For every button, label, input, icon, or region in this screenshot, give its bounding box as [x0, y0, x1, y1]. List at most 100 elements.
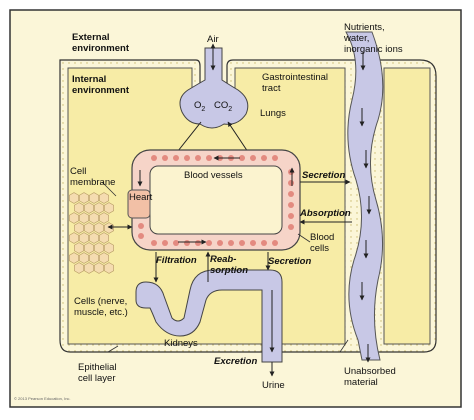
tissue-cell [69, 232, 79, 244]
tissue-cell [79, 232, 89, 244]
reabsorption-label: Reab- [210, 254, 236, 265]
airway [179, 47, 249, 129]
tissue-cell [74, 202, 84, 214]
tissue-cell [84, 202, 94, 214]
external-environment-label-2: environment [72, 43, 130, 54]
blood-cell [288, 180, 294, 186]
secretion-label-bottom: Secretion [268, 256, 311, 267]
blood-vessels-label: Blood vessels [184, 170, 243, 181]
cells-label-2: muscle, etc.) [74, 307, 128, 318]
leader-lines [101, 181, 349, 353]
tissue-cell [69, 192, 79, 204]
blood-cell [288, 213, 294, 219]
tissue-cell [104, 202, 114, 214]
blood-cell [288, 224, 294, 230]
tissue-cell [94, 202, 104, 214]
tissue-cell [94, 242, 104, 254]
tissue-cell [69, 252, 79, 264]
gi-exchange-arrows [299, 179, 352, 225]
blood-cell [217, 240, 223, 246]
blood-cell [173, 240, 179, 246]
cell-membrane-label: Cell [70, 166, 86, 177]
heart-label: Heart [129, 192, 153, 203]
nutrients-label-2: water, [343, 33, 369, 44]
blood-cell [151, 240, 157, 246]
kidney-flow-arrows [153, 251, 275, 377]
right-internal-region [383, 67, 431, 345]
blood-cell [288, 169, 294, 175]
blood-cell [151, 155, 157, 161]
blood-cells-label-2: cells [310, 243, 329, 254]
tissue-cell [94, 222, 104, 234]
internal-environment-label-2: environment [72, 85, 130, 96]
blood-cell [138, 233, 144, 239]
kidneys-label: Kidneys [164, 338, 198, 349]
gi-flow-arrows [359, 52, 372, 363]
blood-cell [261, 240, 267, 246]
heart [127, 189, 151, 219]
tissue-cell [89, 252, 99, 264]
o2-label: O2 [194, 100, 205, 113]
blood-cell [250, 155, 256, 161]
blood-cell [228, 240, 234, 246]
reabsorption-label-2: sorption [210, 265, 248, 276]
tissue-cell [84, 242, 94, 254]
blood-cell [138, 223, 144, 229]
internal-environment-label: Internal [72, 74, 106, 85]
cells-label: Cells (nerve, [74, 296, 127, 307]
tissue-cell [104, 242, 114, 254]
tissue-cell [89, 232, 99, 244]
blood-cell [184, 240, 190, 246]
tissue-cell [89, 192, 99, 204]
blood-cells-label: Blood [310, 232, 334, 243]
nutrients-label-3: inorganic ions [344, 44, 403, 55]
tissue-cell [74, 262, 84, 274]
co2-label: CO2 [214, 100, 232, 113]
tissue-cell [99, 192, 109, 204]
tissue-cell [79, 252, 89, 264]
gi-tract-label: Gastrointestinal [262, 72, 328, 83]
tissue-cell [94, 262, 104, 274]
unabsorbed-label-2: material [344, 377, 378, 388]
tissue-cell [89, 212, 99, 224]
tissue-cell [74, 242, 84, 254]
tissue-cell [69, 212, 79, 224]
external-environment-label: External [72, 32, 110, 43]
absorption-label: Absorption [299, 208, 351, 219]
epithelial-label: Epithelial [78, 362, 117, 373]
cell-membrane-label-2: membrane [70, 177, 115, 188]
blood-cell [162, 240, 168, 246]
blood-cell [206, 240, 212, 246]
blood-cell [206, 155, 212, 161]
unabsorbed-label: Unabsorbed [344, 366, 396, 377]
tissue-cell [84, 222, 94, 234]
blood-cell [239, 240, 245, 246]
blood-cell [184, 155, 190, 161]
blood-cell [195, 240, 201, 246]
tissue-cell [79, 192, 89, 204]
urine-label: Urine [262, 380, 285, 391]
lungs-label: Lungs [260, 108, 286, 119]
tissue-cell [99, 252, 109, 264]
nutrients-label: Nutrients, [344, 22, 385, 33]
kidney-tubule [135, 269, 283, 363]
blood-cell [250, 240, 256, 246]
blood-cell [173, 155, 179, 161]
blood-cell [195, 155, 201, 161]
excretion-label: Excretion [214, 356, 257, 367]
blood-cell [288, 202, 294, 208]
gi-tract-lumen [345, 31, 384, 361]
blood-cell [239, 155, 245, 161]
blood-cell [272, 240, 278, 246]
blood-cell [162, 155, 168, 161]
blood-cell [288, 191, 294, 197]
tissue-cells [69, 192, 114, 274]
vessel-flow-arrows [137, 155, 295, 245]
filtration-label: Filtration [156, 255, 197, 266]
secretion-label-top: Secretion [302, 170, 345, 181]
gi-tract-label-2: tract [262, 83, 281, 94]
tissue-cell [99, 232, 109, 244]
blood-cell [261, 155, 267, 161]
tissue-cell [74, 222, 84, 234]
